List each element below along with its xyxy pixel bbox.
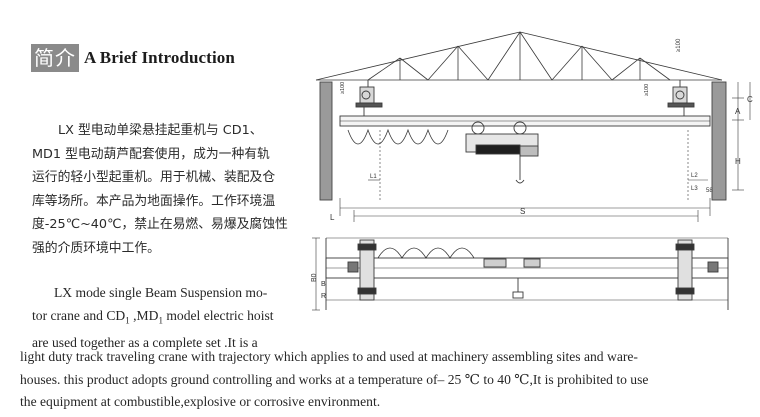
dim-l1-label: L1 <box>370 174 377 180</box>
english-introduction-full: light duty track traveling crane with tr… <box>20 346 755 414</box>
chinese-line: 运行的轻小型起重机。用于机械、装配及仓 <box>32 170 276 186</box>
plan-hoist <box>483 258 507 268</box>
festoon-cable <box>347 128 449 145</box>
dim-s-label: S <box>520 207 525 216</box>
end-carriage-right <box>675 239 719 301</box>
elevation-view: ≥100 <box>315 31 753 222</box>
dim-l3-label: L3 <box>691 186 698 192</box>
building-columns <box>319 81 727 201</box>
dim-a-label: A <box>735 107 741 116</box>
plan-view: B0 B R <box>311 237 729 311</box>
dim-c-label: C <box>747 95 753 104</box>
plan-festoon <box>377 247 475 259</box>
crane-technical-drawing: ≥100 <box>311 31 753 311</box>
end-carriage-left <box>347 239 377 301</box>
dim-b0-label: B0 <box>311 273 318 282</box>
section-heading: 简介 A Brief Introduction <box>31 44 235 72</box>
chinese-introduction: LX 型电动单梁悬挂起重机与 CD1、 MD1 型电动葫芦配套使用，成为一种有轨… <box>32 119 318 261</box>
english-line: tor crane and CD1 ,MD1 model electric ho… <box>32 307 274 326</box>
dimension-lines <box>339 82 751 222</box>
english-line: the equipment at combustible,explosive o… <box>20 394 381 409</box>
dim-top-label: ≥100 <box>676 38 682 52</box>
english-line: are used together as a complete set .It … <box>32 334 258 350</box>
roof-truss <box>315 31 723 81</box>
english-line: houses. this product adopts ground contr… <box>20 371 649 387</box>
chinese-line: LX 型电动单梁悬挂起重机与 CD1、 <box>58 123 263 138</box>
dim-side-right-label: ≥100 <box>644 84 650 96</box>
dim-58-label: 58 <box>706 188 713 194</box>
dim-l2-label: L2 <box>691 173 698 179</box>
track-right <box>667 80 695 108</box>
dim-r-label: R <box>321 293 326 300</box>
chinese-line: 度-25℃~40℃，禁止在易燃、易爆及腐蚀性 <box>32 217 288 233</box>
electric-hoist <box>465 121 539 184</box>
dim-side-left-label: ≥100 <box>340 82 346 94</box>
english-introduction-column: LX mode single Beam Suspension mo- tor c… <box>32 282 332 354</box>
chinese-line: 强的介质环境中工作。 <box>32 240 160 256</box>
dim-l-label: L <box>330 213 335 222</box>
chinese-heading-badge: 简介 <box>31 44 79 72</box>
english-line: light duty track traveling crane with tr… <box>20 349 638 364</box>
track-left <box>355 80 383 108</box>
chinese-line: MD1 型电动葫芦配套使用，成为一种有轨 <box>32 146 270 162</box>
dim-b-label: B <box>321 281 326 288</box>
english-line: LX mode single Beam Suspension mo- <box>54 285 268 300</box>
english-heading: A Brief Introduction <box>84 48 235 67</box>
dim-h-label: H <box>735 157 741 166</box>
chinese-line: 库等场所。本产品为地面操作。工作环境温 <box>32 193 276 209</box>
